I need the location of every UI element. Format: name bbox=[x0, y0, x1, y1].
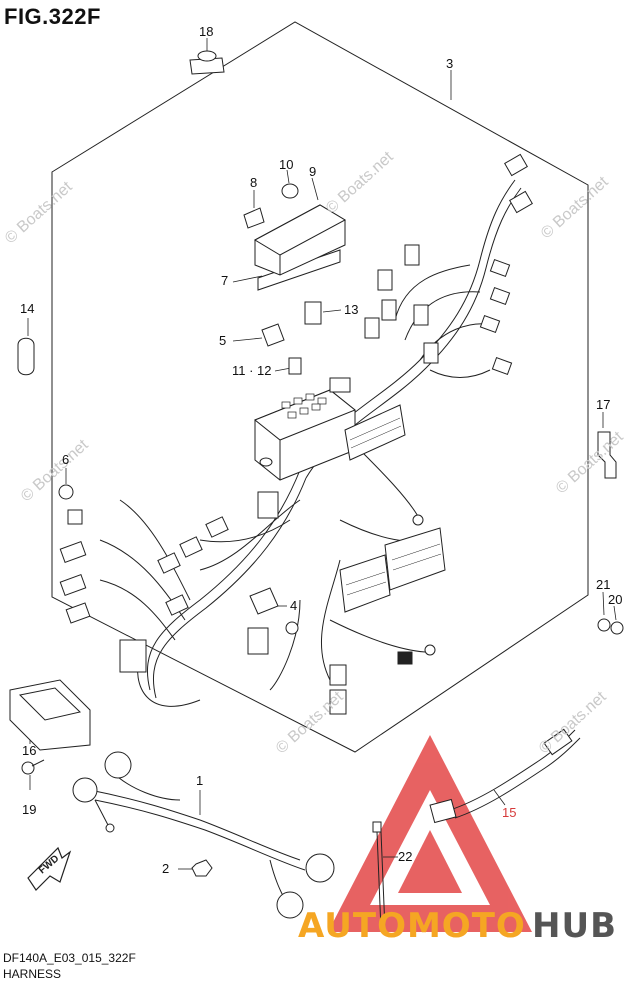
callout-22: 22 bbox=[398, 849, 413, 864]
junction-box bbox=[254, 389, 356, 481]
bracket-17 bbox=[597, 431, 617, 479]
callout-17: 17 bbox=[596, 397, 611, 412]
grommet-14 bbox=[17, 337, 35, 376]
callout-4: 4 bbox=[290, 598, 298, 613]
diagram-name: HARNESS bbox=[3, 967, 62, 981]
extension-harness-1 bbox=[72, 751, 335, 919]
callout-1: 1 bbox=[196, 773, 204, 788]
brand-logo-triangle bbox=[328, 735, 532, 932]
harness-assembly-outline bbox=[51, 21, 589, 753]
diagram-code: DF140A_E03_015_322F bbox=[3, 951, 136, 965]
callout-15: 15 bbox=[502, 805, 517, 820]
callout-18: 18 bbox=[199, 24, 214, 39]
callout-5: 5 bbox=[219, 333, 227, 348]
nut-2 bbox=[191, 859, 213, 877]
cable-tie-22 bbox=[372, 821, 386, 931]
clip-18 bbox=[189, 50, 225, 75]
figure-title: FIG.322F bbox=[4, 4, 101, 29]
screw-19 bbox=[21, 759, 45, 775]
callout-7: 7 bbox=[221, 273, 229, 288]
ecu-connectors bbox=[339, 404, 446, 613]
fuse-box-cover bbox=[243, 183, 347, 291]
bracket-16 bbox=[9, 679, 91, 751]
callout-9: 9 bbox=[309, 164, 317, 179]
callout-10: 10 bbox=[279, 157, 294, 172]
relays-and-fuses bbox=[249, 301, 322, 615]
callout-3: 3 bbox=[446, 56, 454, 71]
callout-8: 8 bbox=[250, 175, 258, 190]
callout-19: 19 bbox=[22, 802, 37, 817]
callout-6: 6 bbox=[62, 452, 70, 467]
callout-21: 21 bbox=[596, 577, 611, 592]
callout-2: 2 bbox=[162, 861, 170, 876]
callout-13: 13 bbox=[344, 302, 359, 317]
washer-21 bbox=[597, 618, 611, 632]
brand-text-hub: HUB bbox=[532, 906, 617, 946]
brand-text-automoto: AUTOMOTO bbox=[298, 906, 526, 946]
fwd-arrow: FWD bbox=[27, 846, 72, 891]
harness-15 bbox=[429, 728, 581, 824]
callout-14: 14 bbox=[20, 301, 35, 316]
branch-connectors bbox=[58, 153, 533, 715]
callout-11-12: 11 · 12 bbox=[232, 363, 272, 378]
callout-16: 16 bbox=[22, 743, 37, 758]
nut-20 bbox=[610, 621, 624, 635]
callout-20: 20 bbox=[608, 592, 623, 607]
